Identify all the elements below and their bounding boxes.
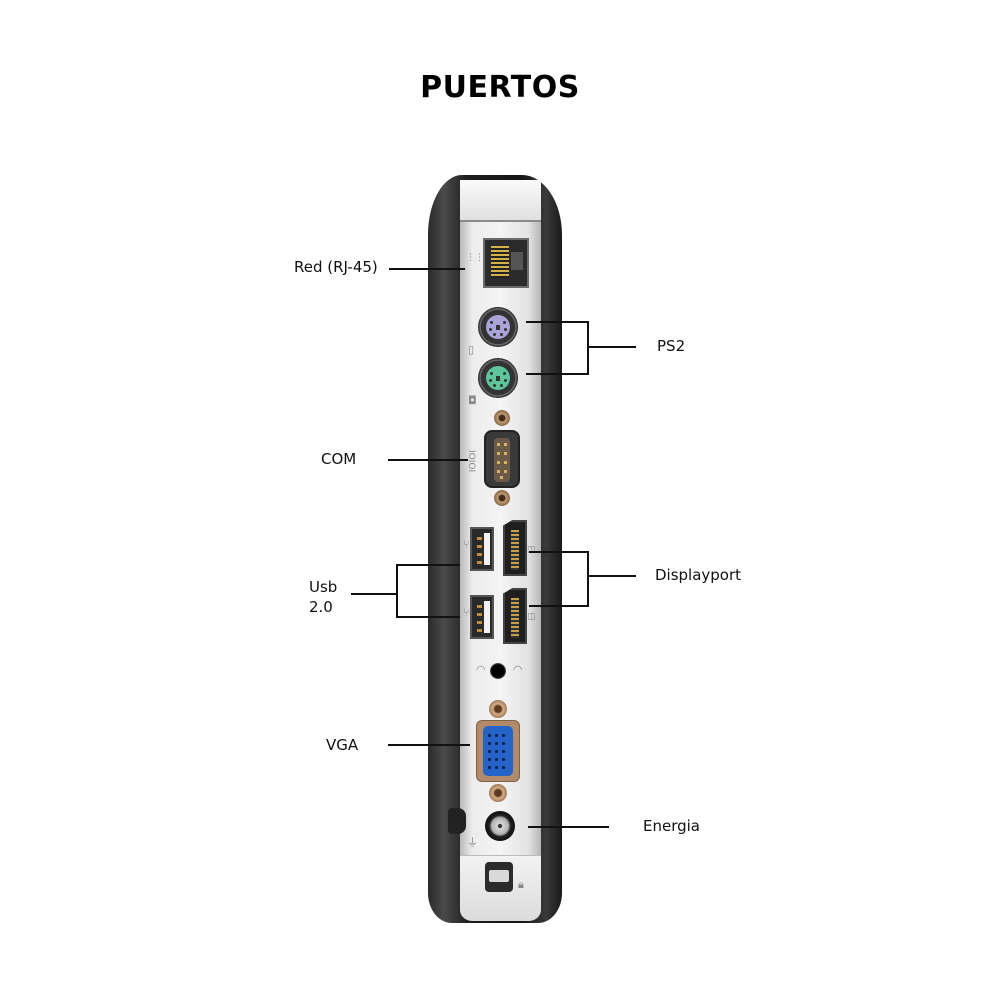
headphone-icon: ◠ <box>476 663 486 676</box>
panel-release-latch <box>485 862 513 892</box>
leader-line-ps2 <box>587 346 636 348</box>
usb-port-2 <box>470 595 494 639</box>
network-icon: ⋮⋮ <box>466 253 484 263</box>
vga-screw-top <box>489 700 507 718</box>
vga-port <box>474 700 522 802</box>
leader-line-energia <box>528 826 609 828</box>
rj45-port <box>483 238 529 288</box>
ps2-keyboard-socket <box>486 315 510 339</box>
displayport-icon: ◫ <box>527 612 536 622</box>
leader-line-ps2-bottom <box>526 373 589 375</box>
page-title: PUERTOS <box>420 70 580 105</box>
leader-line-dp-top <box>529 551 589 553</box>
rear-panel-top-cap <box>460 180 541 222</box>
leader-line-usb-bottom <box>396 616 460 618</box>
label-com: COM <box>321 450 357 468</box>
label-displayport: Displayport <box>655 566 742 584</box>
com-screw-bottom <box>494 490 510 506</box>
rj45-contacts <box>491 246 509 278</box>
usb-trident-icon: ⑂ <box>463 538 470 551</box>
leader-line-vga <box>388 744 470 746</box>
label-energia: Energia <box>643 817 700 835</box>
bracket-displayport <box>587 551 589 607</box>
vga-screw-bottom <box>489 784 507 802</box>
kensington-slot <box>448 808 466 834</box>
label-usb-line1: Usb <box>309 578 338 596</box>
vga-connector <box>476 720 520 782</box>
displayport-icon: ◫ <box>527 545 536 555</box>
label-red-rj45: Red (RJ-45) <box>294 258 378 276</box>
ps2-mouse-socket <box>486 366 510 390</box>
leader-line-ps2-top <box>526 321 589 323</box>
leader-line-dp-bottom <box>529 605 589 607</box>
leader-line-displayport <box>587 575 636 577</box>
com-connector <box>484 430 520 488</box>
com-screw-top <box>494 410 510 426</box>
leader-line-usb <box>351 593 398 595</box>
power-plug-icon: ⏚ <box>467 836 478 849</box>
usb-port-1 <box>470 527 494 571</box>
leader-line-com <box>388 459 468 461</box>
label-vga: VGA <box>326 736 359 754</box>
microphone-icon: ◠ <box>513 663 523 676</box>
label-usb-line2: 2.0 <box>309 598 333 616</box>
rj45-latch-slot <box>511 252 523 270</box>
leader-line-red <box>389 268 465 270</box>
leader-line-usb-top <box>396 564 460 566</box>
displayport-1 <box>503 520 527 576</box>
com-serial-port <box>480 410 524 506</box>
bracket-usb <box>396 564 398 618</box>
ps2-mouse-port <box>478 358 518 398</box>
keyboard-icon: ▯ <box>468 343 475 356</box>
audio-jack <box>490 663 506 679</box>
bracket-ps2 <box>587 321 589 375</box>
mouse-icon: ◘ <box>468 394 477 407</box>
serial-ioioi-icon: IOIOI <box>466 450 476 473</box>
label-ps2: PS2 <box>657 337 686 355</box>
displayport-2 <box>503 588 527 644</box>
usb-trident-icon: ⑂ <box>463 606 470 619</box>
ps2-keyboard-port <box>478 307 518 347</box>
padlock-icon: 🔒︎ <box>518 878 524 891</box>
power-jack <box>485 811 515 841</box>
